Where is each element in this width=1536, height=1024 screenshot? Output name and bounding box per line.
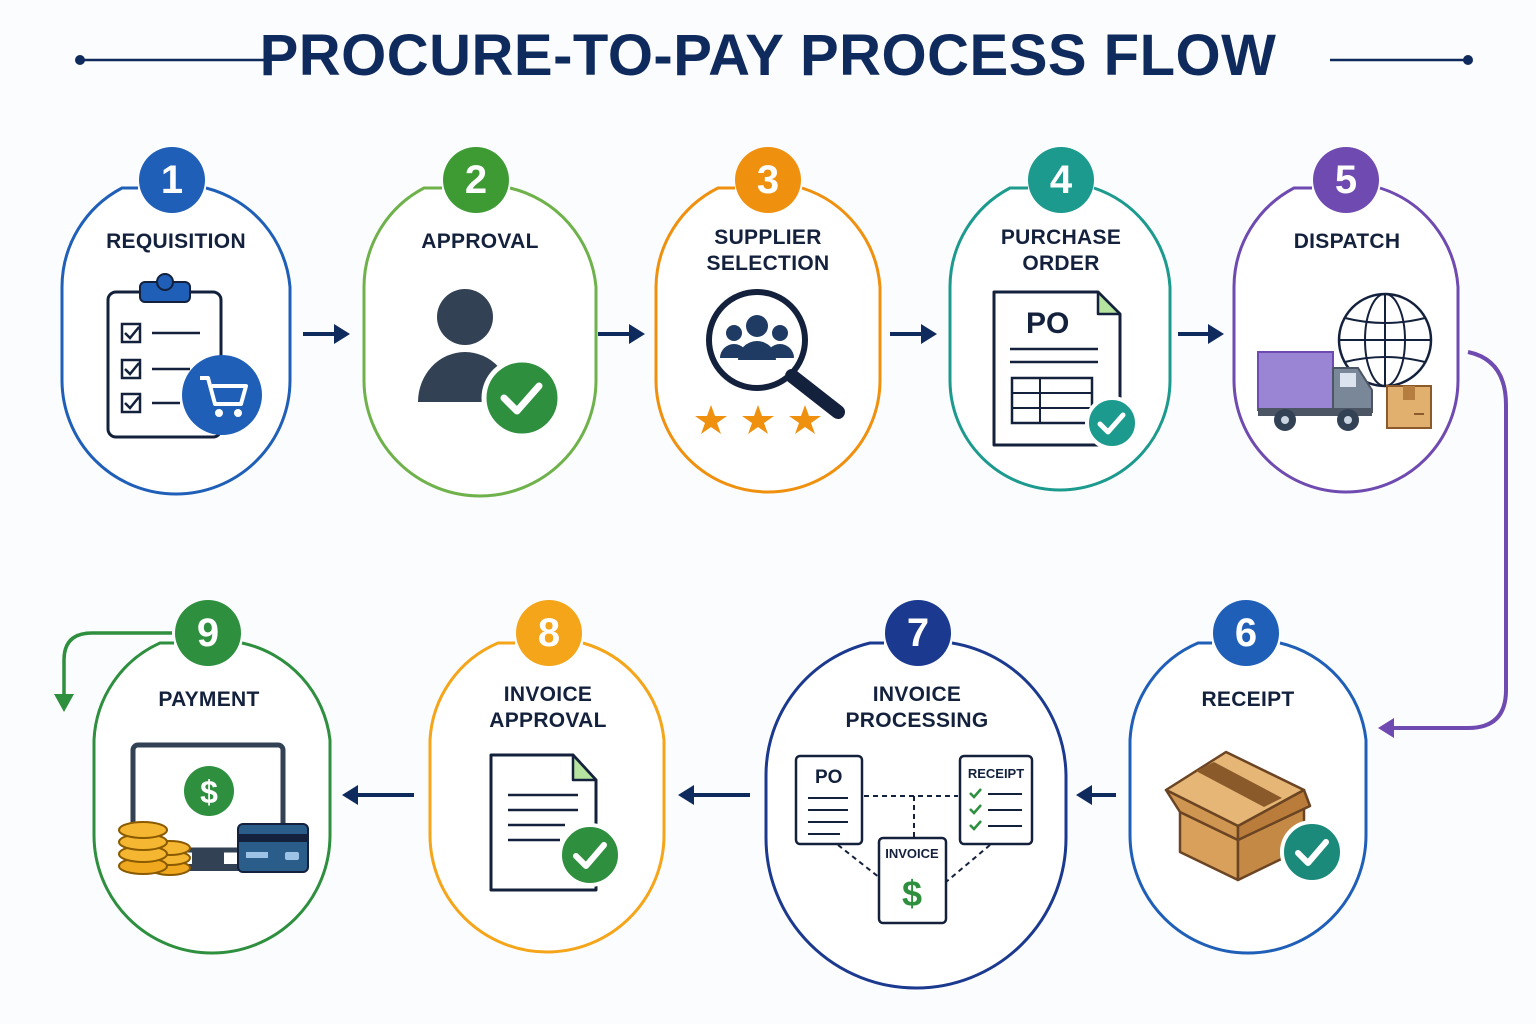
step-3-number-badge [735,147,801,213]
step-2-number-badge [443,147,509,213]
arrow-6-to-7 [1076,785,1116,805]
step-6-card [1128,600,1368,955]
step-2-label: APPROVAL [421,230,539,253]
invoice-matching-icon: PO RECEIPT INVOICE $ [794,754,1034,925]
clipboard-cart-icon [106,273,262,439]
step-9-number-badge [175,600,241,666]
step-7-number: 7 [906,611,930,655]
arrow-1-to-2 [303,324,350,344]
title-decoration-right [1330,55,1473,65]
step-2-number: 2 [464,158,488,202]
page-title: PROCURE-TO-PAY PROCESS FLOW [259,23,1277,88]
invoice-receipt-text: RECEIPT [968,766,1024,781]
step-3-card [654,147,882,494]
step-7-number-badge [885,600,951,666]
title-decoration-left [75,55,270,65]
po-document-icon: PO [992,290,1139,450]
box-check-icon [1164,750,1344,884]
arrow-7-to-8 [678,785,750,805]
step-6-label: RECEIPT [1201,688,1295,711]
step-5-number: 5 [1334,158,1358,202]
arrow-8-to-9 [342,785,414,805]
invoice-invoice-text: INVOICE [885,846,939,861]
step-9-card: $ [92,600,332,955]
return-arrow-9 [54,631,172,712]
invoice-dollar-text: $ [902,873,922,914]
step-1-number: 1 [160,158,184,202]
step-2-card [362,147,598,498]
step-5-card [1232,147,1460,494]
truck-globe-icon [1257,292,1433,431]
invoice-po-text: PO [815,767,842,788]
payment-dollar-text: $ [200,774,218,810]
step-8-card [428,600,666,954]
step-4-card: PO [948,147,1172,492]
step-9-number: 9 [196,611,220,655]
po-document-text: PO [1026,307,1069,340]
step-8-number-badge [516,600,582,666]
arrow-2-to-3 [598,324,645,344]
step-9-label: PAYMENT [158,688,260,711]
step-1-card [60,147,292,496]
step-1-label: REQUISITION [106,230,246,253]
step-1-number-badge [139,147,205,213]
step-4-number-badge [1028,147,1094,213]
step-6-number: 6 [1234,611,1258,655]
step-7-card: PO RECEIPT INVOICE $ [764,600,1068,990]
step-3-number: 3 [756,158,780,202]
step-6-number-badge [1213,600,1279,666]
search-people-stars-icon [695,289,845,434]
step-4-number: 4 [1049,158,1073,202]
arrow-3-to-4 [890,324,937,344]
step-5-label: DISPATCH [1293,230,1401,253]
step-5-number-badge [1313,147,1379,213]
connector-5-to-6 [1378,350,1508,738]
step-8-number: 8 [537,611,561,655]
payment-monitor-coins-card-icon: $ [118,742,309,876]
document-check-icon [489,753,622,892]
arrow-4-to-5 [1178,324,1224,344]
user-check-icon [418,289,563,439]
